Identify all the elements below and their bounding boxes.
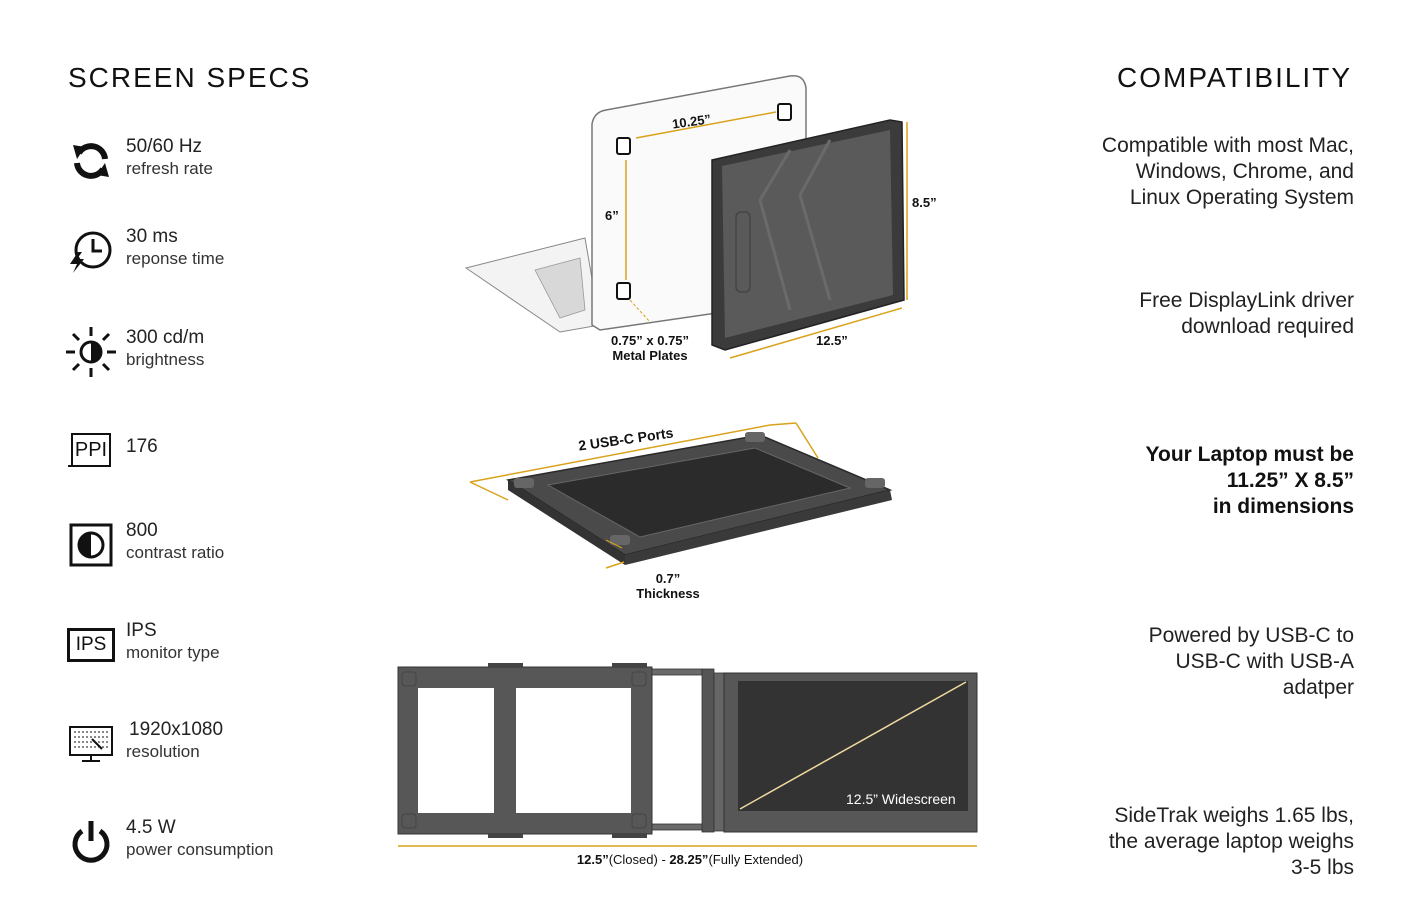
extension-width-label: 12.5”(Closed) - 28.25”(Fully Extended)	[576, 852, 804, 867]
power-icon	[66, 817, 116, 867]
compatibility-heading: COMPATIBILITY	[1117, 62, 1352, 93]
spec-label: refresh rate	[126, 159, 213, 178]
clock-bolt-icon	[66, 226, 116, 276]
spec-label: resolution	[126, 742, 200, 761]
spec-label: contrast ratio	[126, 543, 225, 562]
monitor-height-label: 8.5”	[912, 195, 937, 210]
spec-value: 4.5 W	[126, 817, 176, 838]
spec-label: monitor type	[126, 643, 220, 662]
screen-specs-heading: SCREEN SPECS	[68, 62, 312, 93]
spec-value: IPS	[126, 620, 157, 641]
monitor-width-label: 12.5”	[816, 333, 848, 348]
spec-resolution: 1920x1080 resolution	[66, 719, 346, 779]
spec-value: 50/60 Hz	[126, 136, 203, 157]
compat-os: Compatible with most Mac, Windows, Chrom…	[1101, 134, 1354, 209]
metal-plates-label: 0.75” x 0.75” Metal Plates	[610, 333, 690, 363]
spec-value: 176	[126, 436, 158, 457]
brightness-icon	[66, 327, 116, 377]
spec-value: 30 ms	[126, 226, 178, 247]
spec-ppi: PPI 176	[66, 425, 346, 485]
ips-icon: IPS	[66, 620, 116, 670]
spec-value: 1920x1080	[129, 719, 224, 740]
spec-response-time: 30 ms reponse time	[66, 226, 346, 286]
compat-weight: SideTrak weighs 1.65 lbs, the average la…	[1108, 804, 1354, 879]
resolution-icon	[66, 719, 116, 769]
refresh-icon	[66, 136, 116, 186]
plate-height-label: 6”	[605, 208, 619, 223]
spec-power: 4.5 W power consumption	[66, 817, 346, 877]
compat-power: Powered by USB-C to USB-C with USB-A ada…	[1148, 624, 1354, 699]
widescreen-label: 12.5” Widescreen	[846, 791, 956, 807]
spec-brightness: 300 cd/m brightness	[66, 327, 346, 387]
spec-label: power consumption	[126, 840, 274, 859]
spec-value: 300 cd/m	[126, 327, 205, 348]
spec-contrast: 800 contrast ratio	[66, 520, 346, 580]
compat-laptop-size: Your Laptop must be 11.25” X 8.5” in dim…	[1145, 443, 1354, 518]
spec-refresh-rate: 50/60 Hz refresh rate	[66, 136, 346, 196]
contrast-icon	[66, 520, 116, 570]
spec-monitor-type: IPS IPS monitor type	[66, 620, 346, 680]
spec-label: reponse time	[126, 249, 225, 268]
spec-value: 800	[126, 520, 158, 541]
spec-label: brightness	[126, 350, 205, 369]
compat-driver: Free DisplayLink driver download require…	[1139, 289, 1354, 338]
thickness-label: 0.7” Thickness	[636, 571, 700, 601]
